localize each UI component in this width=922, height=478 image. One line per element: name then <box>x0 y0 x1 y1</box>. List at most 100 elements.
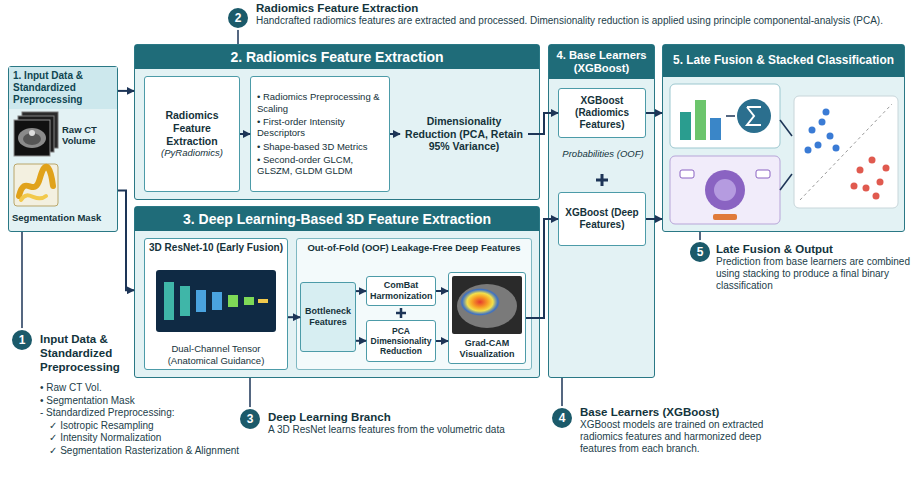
callout-leader <box>249 378 251 408</box>
node-text: Bottleneck Features <box>304 306 352 328</box>
fusion-illustration <box>713 214 737 220</box>
flow-arrow <box>528 113 558 134</box>
callout-badge: 5 <box>689 244 711 260</box>
fusion-illustration <box>695 100 706 140</box>
callout-leader <box>237 29 239 44</box>
flow-arrow <box>118 191 134 291</box>
node-text: • Shape-based 3D Metrics <box>257 141 383 152</box>
node-text: Out-of-Fold (OOF) Leakage-Free Deep Feat… <box>300 242 528 253</box>
resnet-illustration <box>228 295 238 307</box>
node-text: Grad-CAM Visualization <box>452 338 522 360</box>
fusion-illustration <box>851 157 890 200</box>
callout-circle <box>11 329 33 351</box>
fusion-illustration <box>819 119 826 126</box>
callout-note: Base Learners (XGBoost)XGBoost models ar… <box>580 405 780 455</box>
ct-volume-icon <box>22 112 58 148</box>
segmentation-mask-icon <box>14 164 58 206</box>
callout-circle <box>227 7 249 29</box>
image-label: Segmentation Mask <box>12 212 116 223</box>
ct-volume-icon <box>14 120 50 156</box>
callout-circle <box>551 407 573 429</box>
fusion-illustration <box>877 179 884 186</box>
flow-arrow <box>118 90 134 92</box>
fusion-illustration <box>851 183 858 190</box>
fusion-illustration <box>680 112 691 140</box>
stage-panel: 4. Base Learners (XGBoost)XGBoost (Radio… <box>548 44 655 378</box>
feature-list-box: • Radiomics Preprocessing & Scaling• Fir… <box>250 76 390 192</box>
fusion-illustration <box>747 107 761 125</box>
network-box: 3D ResNet-10 (Early Fusion)Dual-Channel … <box>144 238 288 370</box>
callout-note: Input Data & Standardized Preprocessing <box>40 332 128 374</box>
bullet-item: ✓ Intensity Normalization <box>40 432 260 445</box>
group-box: Out-of-Fold (OOF) Leakage-Free Deep Feat… <box>296 238 532 370</box>
callout-title: Base Learners (XGBoost) <box>580 405 780 419</box>
process-box: Bottleneck Features <box>300 282 356 352</box>
model-box: XGBoost (Deep Features) <box>558 192 646 246</box>
node-text: XGBoost (Deep Features) <box>562 207 642 231</box>
visualization-box: Grad-CAM Visualization <box>448 272 526 364</box>
fusion-illustration <box>827 133 834 140</box>
callout-title: Radiomics Feature Extraction <box>256 1 896 15</box>
node-text: • Second-order GLCM, GLSZM, GLDM GLDM <box>257 154 383 177</box>
node-text: • Radiomics Preprocessing & Scaling <box>257 91 383 114</box>
resnet-illustration <box>180 286 190 316</box>
gradcam-heatmap <box>452 276 522 334</box>
callout-number: 3 <box>239 411 261 427</box>
process-box: ComBat Harmonization <box>366 276 436 306</box>
node-text: ComBat Harmonization <box>370 280 432 302</box>
fusion-illustration <box>857 167 864 174</box>
callout-leader <box>22 29 700 408</box>
flow-arrow <box>646 112 662 114</box>
stage-panel: 1. Input Data & Standardized Preprocessi… <box>8 66 118 232</box>
callout-circle <box>689 241 711 263</box>
resnet-illustration <box>196 290 206 312</box>
bullet-item: - Standardized Preprocessing: <box>40 407 260 420</box>
plus-symbol <box>396 174 608 318</box>
fusion-illustration <box>680 170 694 178</box>
callout-note: Deep Learning BranchA 3D ResNet learns f… <box>268 410 538 436</box>
callout-title: Deep Learning Branch <box>268 410 538 424</box>
ct-volume-icon <box>18 116 54 152</box>
segmentation-mask-icon <box>19 167 53 196</box>
flow-arrow <box>390 133 400 135</box>
node-text: Dual-Channel Tensor (Anatomical Guidance… <box>148 343 284 366</box>
process-step: Dimensionality Reduction (PCA, Retain 95… <box>400 76 528 192</box>
fusion-illustration <box>833 145 840 152</box>
callout-circle <box>11 7 711 430</box>
ct-volume-icon <box>14 112 58 156</box>
fusion-illustration <box>780 120 792 136</box>
callout-text: XGBoost models are trained on extracted … <box>580 419 780 455</box>
callout-number: 4 <box>551 410 573 426</box>
panel-heading: 3. Deep Learning-Based 3D Feature Extrac… <box>135 207 539 231</box>
resnet-illustration <box>156 270 276 332</box>
fusion-illustration <box>805 147 812 154</box>
callout-badge: 1 <box>11 332 33 348</box>
fusion-illustration <box>809 127 816 134</box>
flow-annotation: Probabilities (OOF) <box>556 148 650 159</box>
resnet-illustration <box>258 299 268 303</box>
bullet-item: • Raw CT Vol. <box>40 382 260 395</box>
callout-number: 5 <box>689 244 711 260</box>
gradcam-heatmap <box>460 288 500 316</box>
callout-circle <box>239 408 261 430</box>
callout-title: Late Fusion & Output <box>716 242 911 256</box>
fusion-illustration <box>710 118 721 140</box>
callout-title: Input Data & Standardized Preprocessing <box>40 332 128 374</box>
node-text: (PyRadiomics) <box>148 147 236 158</box>
stage-panel: 2. Radiomics Feature ExtractionRadiomics… <box>134 44 540 200</box>
node-text: Dimensionality Reduction (PCA, Retain 95… <box>403 115 525 153</box>
fusion-illustration <box>714 179 736 201</box>
panel-heading: 5. Late Fusion & Stacked Classification <box>663 45 904 77</box>
callout-note: • Raw CT Vol.• Segmentation Mask- Standa… <box>40 382 260 457</box>
edge-annotation: Probabilities (OOF) <box>556 148 650 159</box>
model-box: XGBoost (Radiomics Features) <box>558 88 646 138</box>
image-caption: Raw CT Volume <box>62 124 116 146</box>
callout-badge: 2 <box>227 10 249 26</box>
resnet-illustration <box>156 270 276 332</box>
process-box: Radiomics Feature Extraction(PyRadiomics… <box>144 76 240 192</box>
image-label: Raw CT Volume <box>62 124 116 146</box>
callout-text: A 3D ResNet learns features from the vol… <box>268 424 538 436</box>
resnet-illustration <box>164 282 174 320</box>
node-text: • First-order Intensity Descriptors <box>257 116 383 139</box>
